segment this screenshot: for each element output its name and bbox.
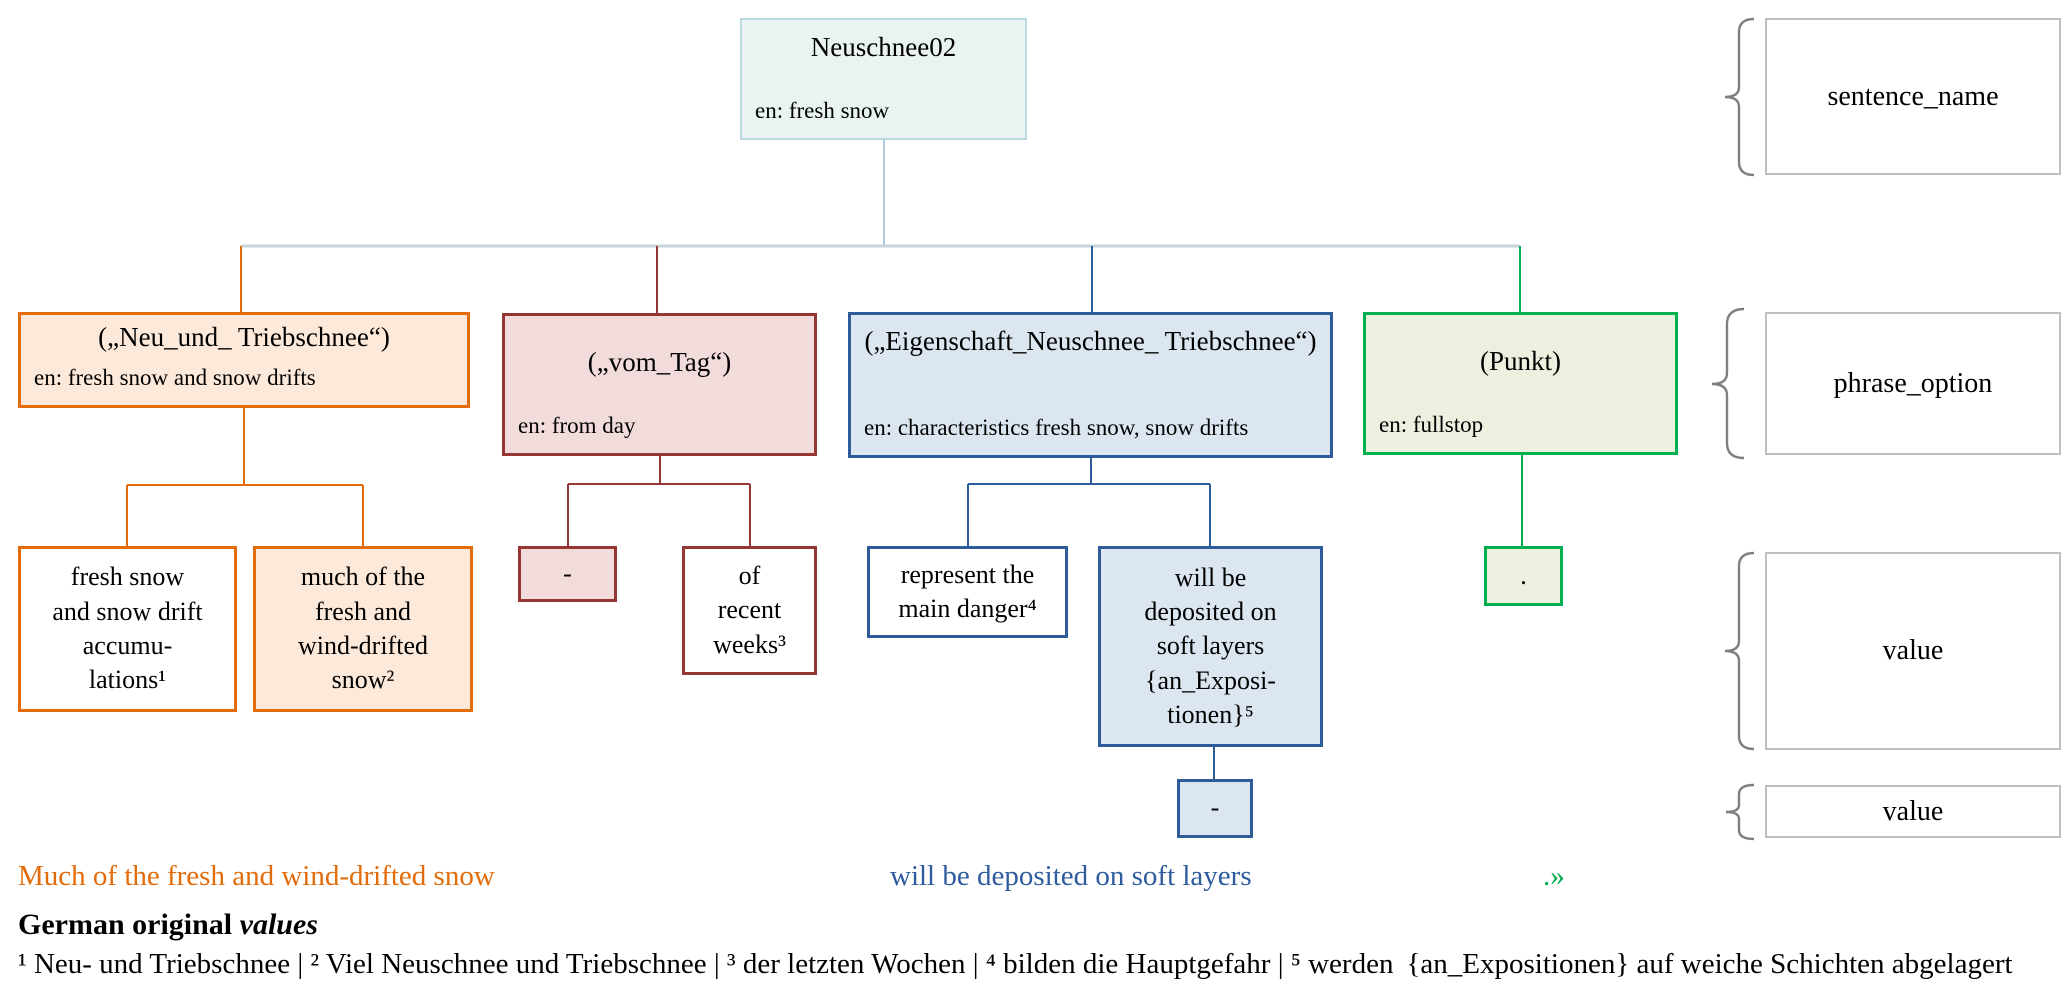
phrase-option-eigenschaft-neuschnee-triebschnee: („Eigenschaft_Neuschnee_ Triebschnee“) e… [848,312,1333,458]
value-dash-expositionen: - [1177,779,1253,838]
phrase-translation: en: fresh snow and snow drifts [34,365,316,390]
phrase-title: („Eigenschaft_Neuschnee_ Triebschnee“) [864,326,1317,356]
german-original-footnotes: ¹ Neu- und Triebschnee | ² Viel Neuschne… [18,948,2013,980]
brace-value-sub [1725,783,1755,841]
heading-bold-part: German original [18,908,240,941]
brace-sentence-name [1724,17,1755,177]
value-dash-vom-tag: - [518,546,617,602]
value-text: - [1210,793,1220,823]
sentence-fragment-green: .» [1543,860,1565,892]
sentence-translation: en: fresh snow [755,98,890,123]
value-text: . [1520,560,1527,590]
sentence-root-node: Neuschnee02 en: fresh snow [740,18,1027,140]
phrase-title: (Punkt) [1480,346,1561,376]
value-fullstop: . [1484,546,1563,606]
legend-label: sentence_name [1827,80,1999,112]
legend-value: value [1765,552,2061,750]
legend-label: phrase_option [1833,367,1993,399]
legend-label: value [1882,635,1944,666]
sentence-fragment-orange: Much of the fresh and wind-drifted snow [18,860,495,892]
phrase-option-vom-tag: („vom_Tag“) en: from day [502,313,817,456]
phrase-option-punkt: (Punkt) en: fullstop [1363,312,1678,455]
phrase-option-neu-und-triebschnee: („Neu_und_ Triebschnee“) en: fresh snow … [18,312,470,408]
legend-value-sub: value [1765,785,2061,838]
sentence-name-text: Neuschnee02 [810,32,957,62]
brace-value [1724,551,1755,751]
brace-phrase-option [1711,307,1745,460]
value-text: - [563,558,572,588]
legend-phrase-option: phrase_option [1765,312,2061,455]
phrase-title: („Neu_und_ Triebschnee“) [98,322,390,352]
phrase-translation: en: from day [518,413,636,438]
legend-label: value [1882,795,1944,827]
phrase-translation: en: fullstop [1379,412,1484,437]
legend-sentence-name: sentence_name [1765,18,2061,175]
phrase-translation: en: characteristics fresh snow, snow dri… [864,415,1249,440]
phrase-title: („vom_Tag“) [587,347,732,377]
sentence-fragment-blue: will be deposited on soft layers [890,860,1252,892]
german-original-heading: German original values [18,908,318,942]
heading-italic-part: values [239,908,318,941]
